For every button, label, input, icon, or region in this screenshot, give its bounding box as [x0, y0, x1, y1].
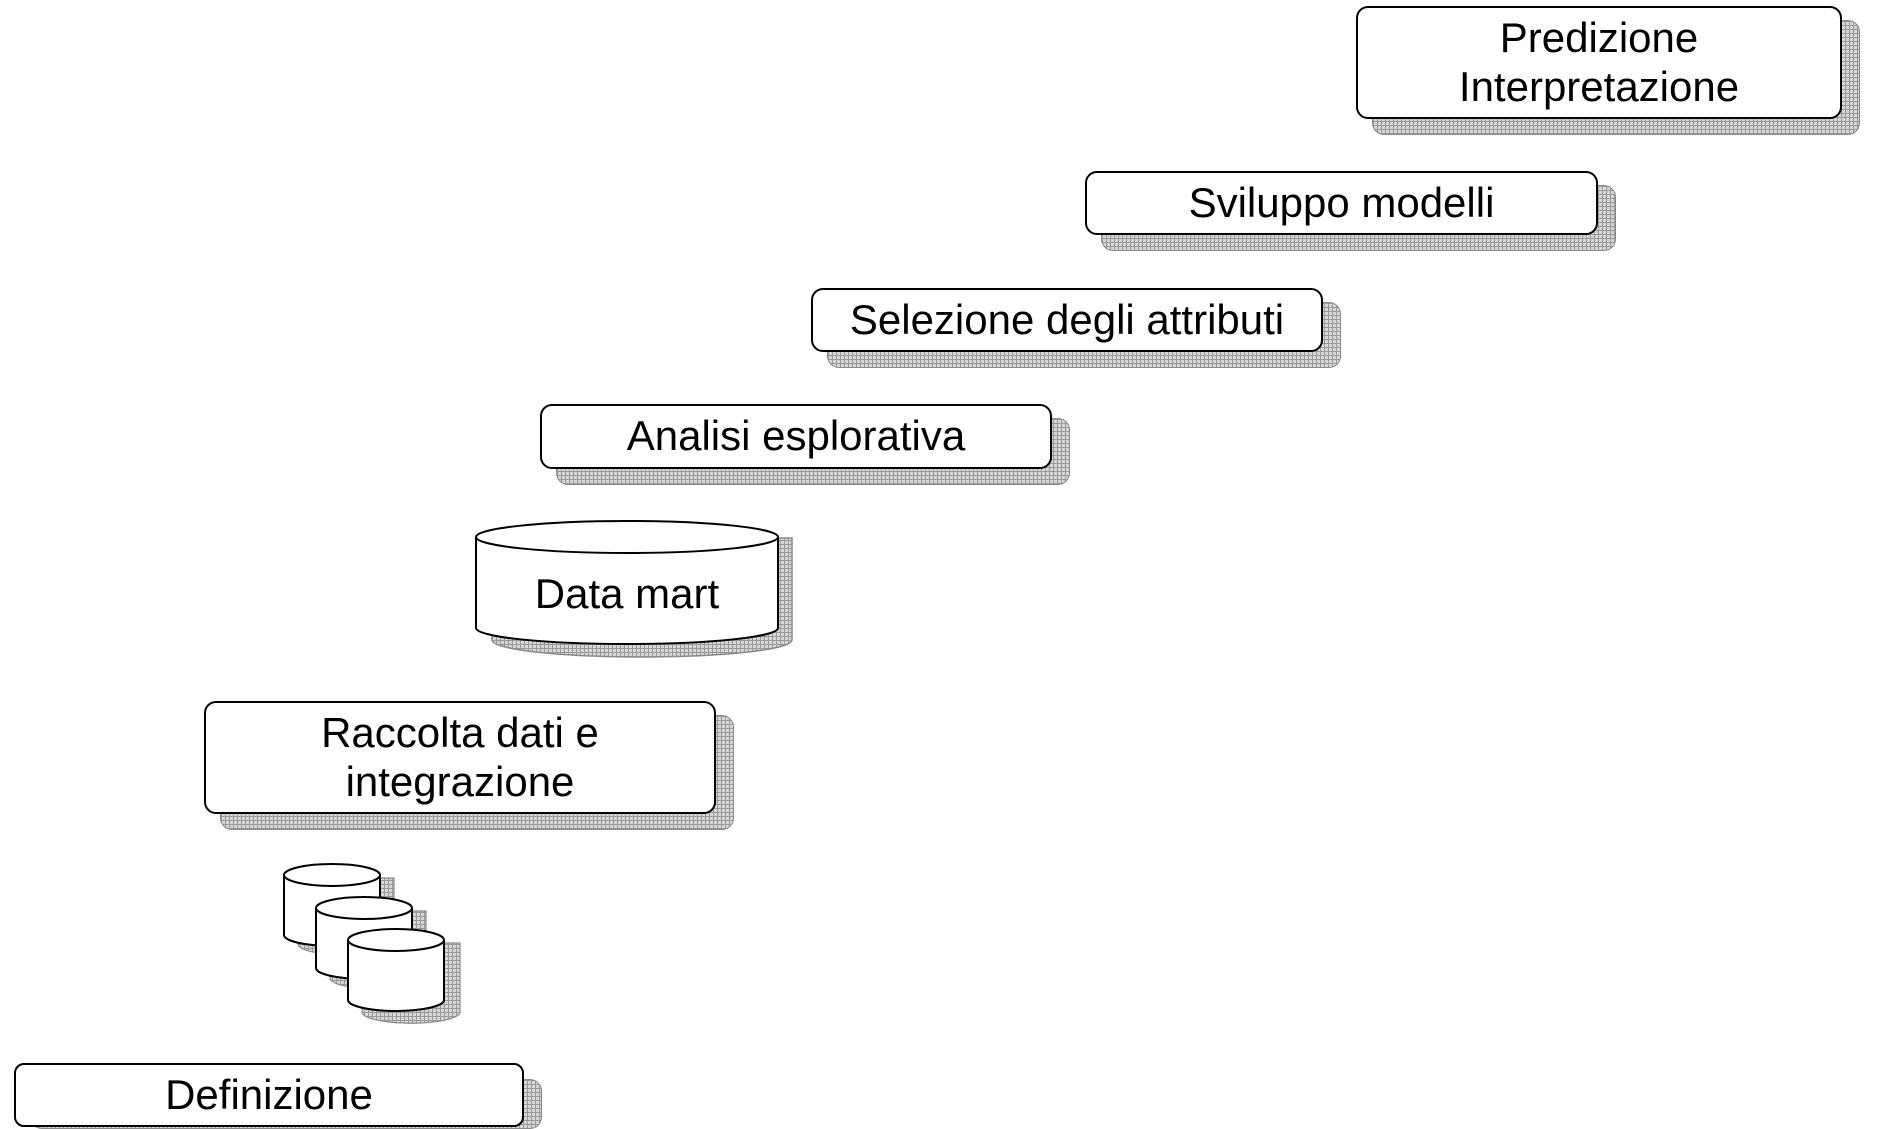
definizione-label: Definizione — [165, 1070, 373, 1118]
raccolta-box: Raccolta dati e integrazione — [204, 701, 716, 814]
data-mart-label-box: Data mart — [476, 556, 778, 632]
data-mart-cylinder — [475, 520, 793, 658]
selezione-label: Selezione degli attributi — [849, 295, 1285, 343]
definizione-box: Definizione — [14, 1063, 524, 1127]
sviluppo-box: Sviluppo modelli — [1085, 171, 1598, 235]
integrazione-label: integrazione — [345, 757, 575, 805]
predizione-label: Predizione — [1499, 14, 1699, 62]
data-mart-label: Data mart — [534, 570, 720, 617]
data-mart-top — [475, 520, 779, 554]
selezione-box: Selezione degli attributi — [811, 288, 1323, 352]
data-mart-body — [475, 537, 779, 645]
interpretazione-label: Interpretazione — [1458, 62, 1740, 110]
analisi-label: Analisi esplorativa — [626, 412, 966, 460]
predizione-box: Predizione Interpretazione — [1356, 6, 1842, 119]
data-source-cylinder-3 — [347, 928, 461, 1024]
analisi-box: Analisi esplorativa — [540, 404, 1052, 469]
sviluppo-label: Sviluppo modelli — [1188, 178, 1495, 226]
raccolta-label: Raccolta dati e — [321, 709, 599, 757]
